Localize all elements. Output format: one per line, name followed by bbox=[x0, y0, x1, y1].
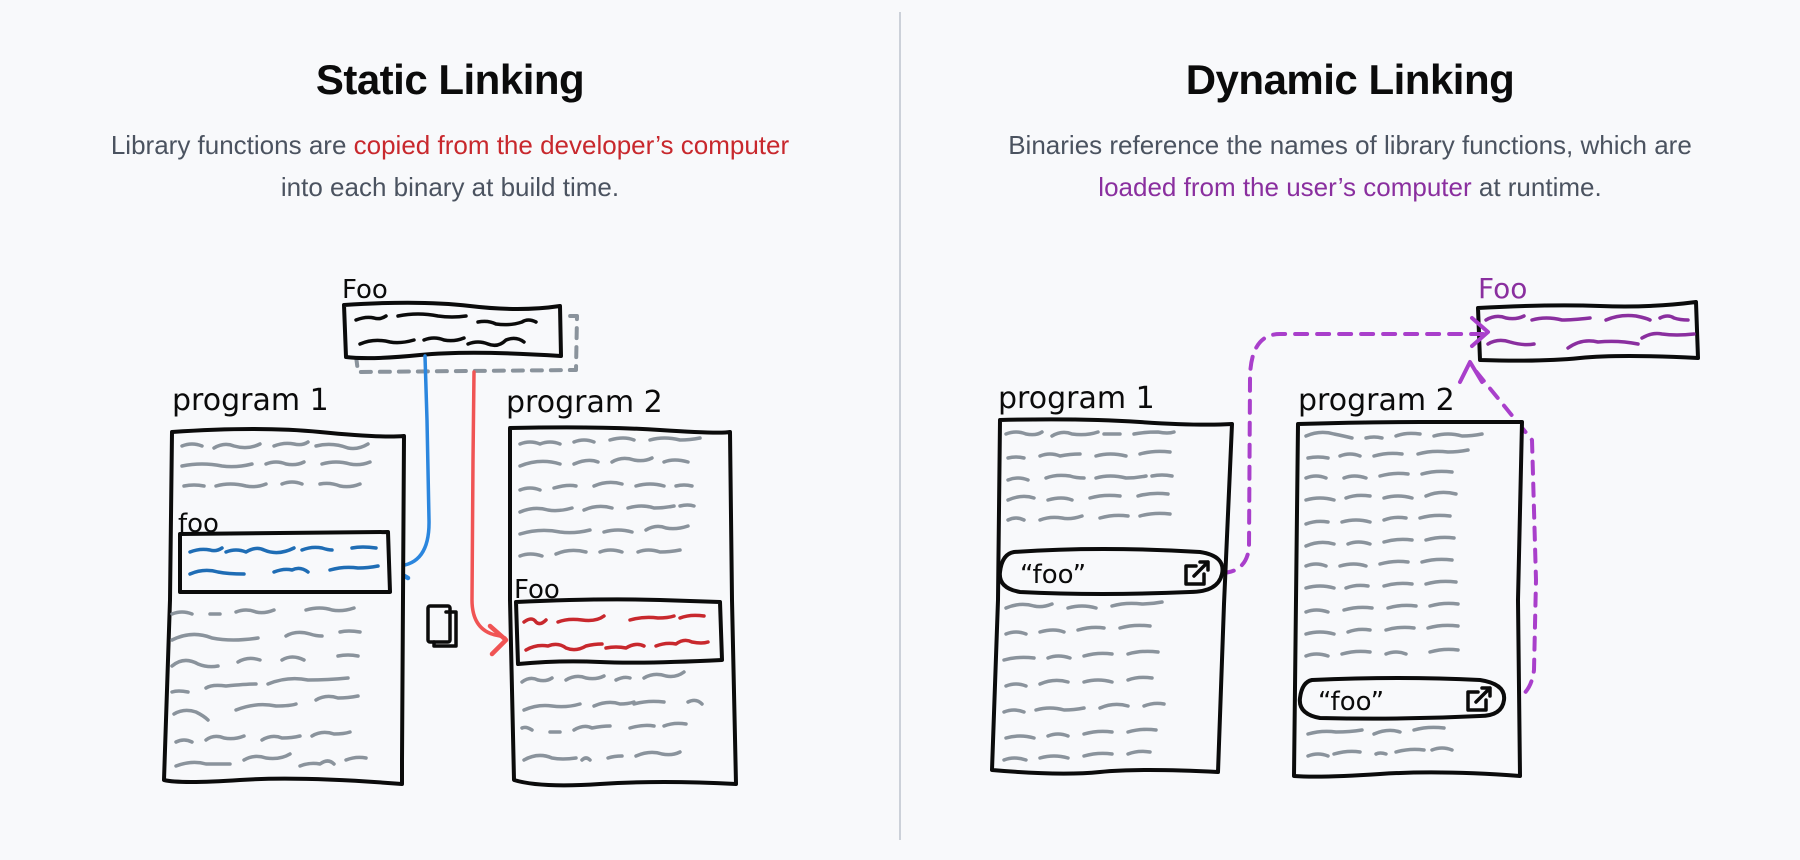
dynamic-program1: program 1 “foo” bbox=[990, 381, 1234, 776]
static-desc-suffix: into each binary at build time. bbox=[280, 172, 620, 202]
dynamic-desc-suffix: at runtime. bbox=[1471, 172, 1602, 202]
static-linking-title: Static Linking bbox=[315, 56, 585, 103]
dynamic-arrow-from-program1 bbox=[1220, 332, 1488, 575]
static-library-foo: Foo bbox=[342, 275, 579, 374]
external-link-icon bbox=[1184, 560, 1210, 586]
static-desc-prefix: Library functions are bbox=[110, 130, 354, 160]
static-linking-description: Library functions are copied from the de… bbox=[50, 124, 850, 208]
static-program1-label: program 1 bbox=[172, 383, 329, 418]
dynamic-program1-label: program 1 bbox=[998, 381, 1155, 416]
static-arrow-to-program2 bbox=[470, 370, 507, 640]
dynamic-desc-prefix: Binaries reference the names of library … bbox=[1008, 130, 1692, 160]
dynamic-program1-ref-pill bbox=[997, 547, 1225, 596]
static-program2: program 2 Foo bbox=[506, 385, 738, 788]
dynamic-program1-ref: “foo” bbox=[1020, 560, 1086, 590]
static-linking-diagram: Foo program 1 foo bbox=[162, 275, 738, 788]
dynamic-program2: program 2 “foo” bbox=[1292, 383, 1524, 779]
dynamic-linking-panel: Dynamic Linking Binaries reference the n… bbox=[900, 0, 1800, 860]
dynamic-program2-ref: “foo” bbox=[1318, 687, 1384, 717]
static-library-label: Foo bbox=[342, 275, 388, 305]
static-arrowhead-program2 bbox=[487, 623, 509, 657]
dynamic-linking-title: Dynamic Linking bbox=[1185, 56, 1515, 103]
copy-icon bbox=[426, 604, 458, 648]
dynamic-library-label: Foo bbox=[1478, 272, 1527, 305]
dynamic-desc-highlight: loaded from the user’s computer bbox=[1098, 172, 1472, 202]
panel-divider bbox=[899, 12, 901, 840]
dynamic-program2-ref-pill bbox=[1297, 676, 1507, 721]
static-desc-highlight: copied from the developer’s computer bbox=[353, 130, 790, 160]
dynamic-linking-diagram: Foo program 1 bbox=[990, 272, 1700, 779]
external-link-icon bbox=[1466, 686, 1492, 712]
static-program1: program 1 foo bbox=[162, 383, 406, 786]
dynamic-linking-description: Binaries reference the names of library … bbox=[950, 124, 1750, 208]
static-program2-label: program 2 bbox=[506, 385, 663, 420]
dynamic-library-foo: Foo bbox=[1458, 272, 1700, 384]
static-linking-panel: Static Linking Library functions are cop… bbox=[50, 56, 850, 788]
dynamic-program2-label: program 2 bbox=[1298, 383, 1455, 418]
